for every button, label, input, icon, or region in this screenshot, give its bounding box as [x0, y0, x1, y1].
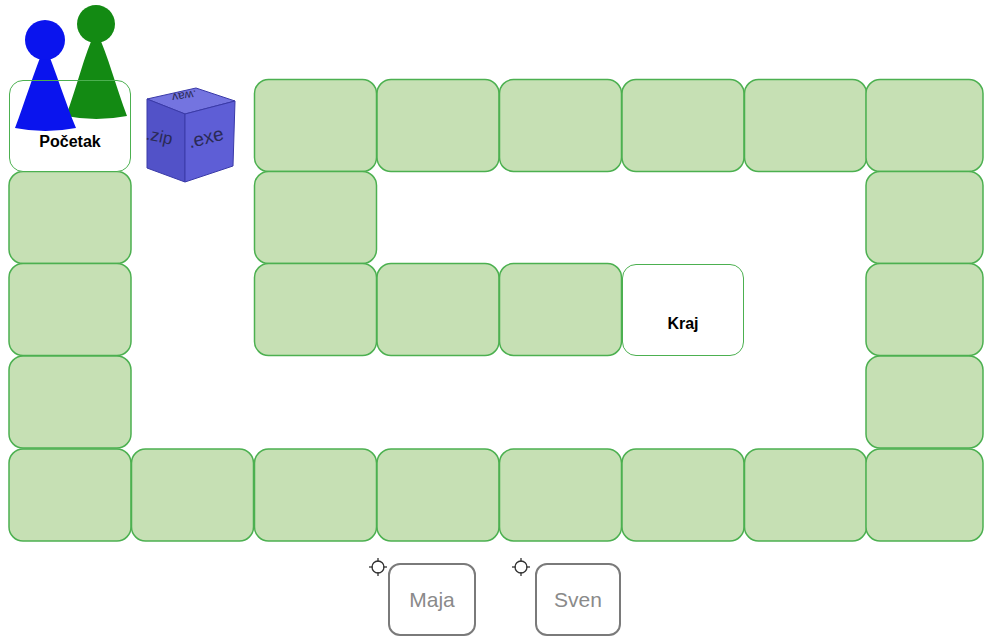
- player-button: Maja: [388, 563, 476, 636]
- start-cell-ground: [9, 80, 131, 172]
- blue-pawn: [15, 20, 76, 131]
- cell-text: Početak: [39, 133, 100, 151]
- cell-text: Kraj: [667, 315, 698, 333]
- start-cell: Početak: [9, 80, 131, 172]
- cell-text: Sven: [554, 588, 602, 612]
- finish-cell: Kraj: [622, 264, 744, 356]
- cell-text: Maja: [409, 588, 455, 612]
- board-cells: [9, 80, 983, 542]
- player-button: Sven: [535, 563, 621, 636]
- green-pawn: [66, 5, 127, 119]
